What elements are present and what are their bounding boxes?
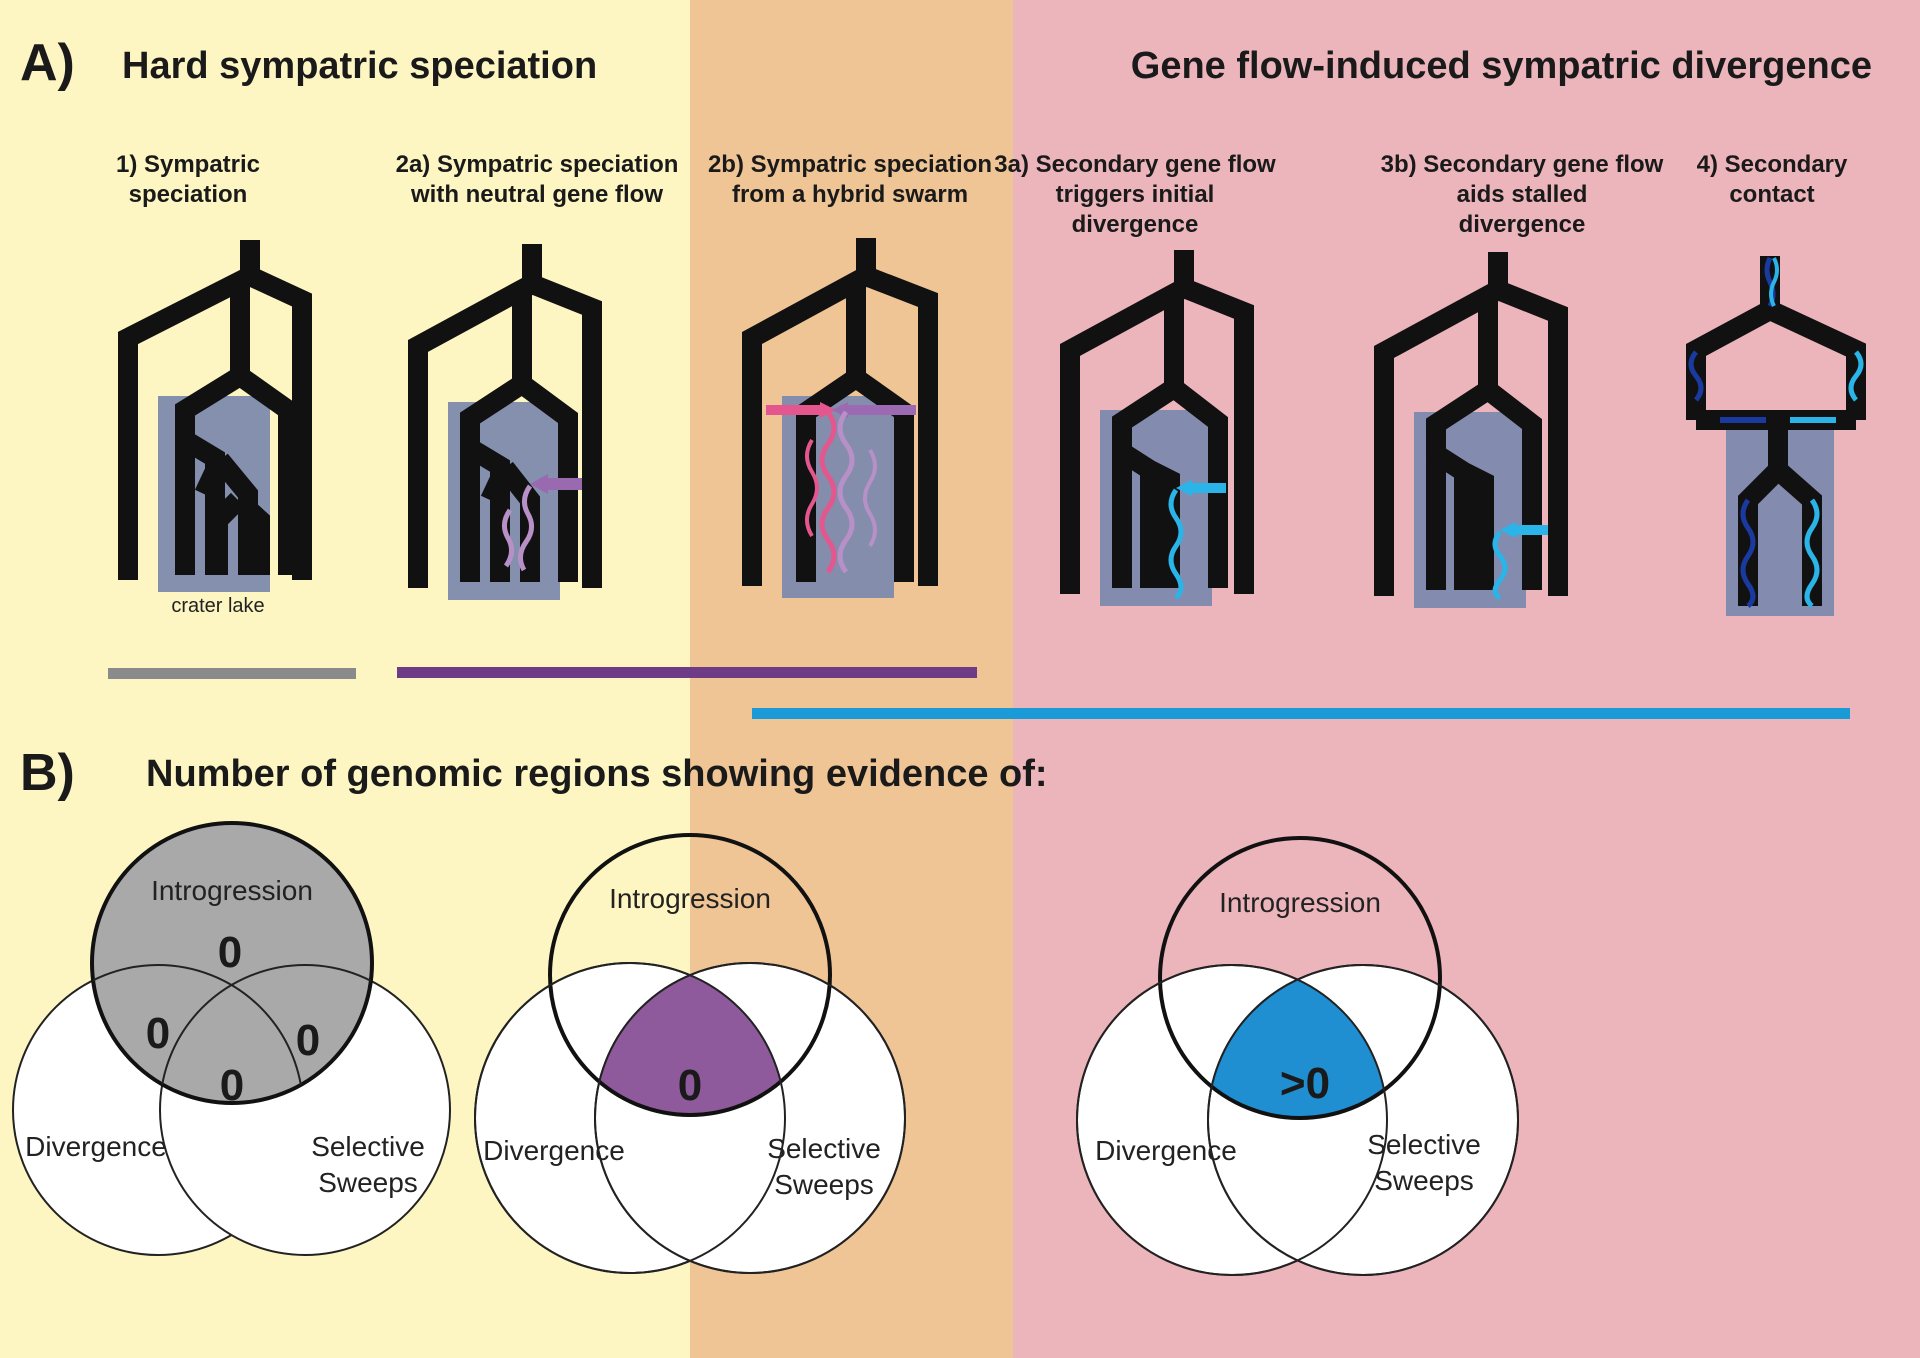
scenario-title-3b: 3b) Secondary gene flow aids stalled div… bbox=[1381, 151, 1664, 238]
secondary-contact-path-cyan bbox=[1804, 498, 1820, 608]
gene-flow-path-cyan bbox=[1492, 530, 1508, 601]
svg-text:Sweeps: Sweeps bbox=[318, 1167, 418, 1198]
tree-diagram-3b bbox=[1374, 252, 1568, 608]
venn-introgression-circle bbox=[548, 833, 832, 1117]
tree-diagram-4 bbox=[1686, 256, 1866, 616]
svg-text:1) Sympatric: 1) Sympatric bbox=[116, 151, 260, 178]
tree-diagram-2b bbox=[742, 238, 938, 598]
bar-purple bbox=[397, 667, 977, 678]
svg-text:triggers initial: triggers initial bbox=[1056, 181, 1215, 208]
scenario-title-3a: 3a) Secondary gene flow triggers initial… bbox=[994, 151, 1276, 238]
venn-diagram-1: Introgression 0 0 0 0 Divergence Selecti… bbox=[12, 821, 451, 1256]
tree-diagram-3a bbox=[1060, 250, 1254, 606]
svg-text:divergence: divergence bbox=[1459, 211, 1586, 238]
scenario-title-2a: 2a) Sympatric speciation with neutral ge… bbox=[396, 151, 679, 208]
tree-diagram-2a bbox=[408, 244, 602, 600]
svg-text:Selective: Selective bbox=[1367, 1129, 1481, 1160]
svg-text:aids stalled: aids stalled bbox=[1457, 181, 1588, 208]
crater-lake-label: crater lake bbox=[171, 595, 264, 617]
panel-b-letter: B) bbox=[20, 744, 75, 802]
hybrid-swarm-path bbox=[819, 410, 837, 574]
svg-text:Selective: Selective bbox=[767, 1133, 881, 1164]
svg-text:0: 0 bbox=[218, 928, 242, 977]
venn-introgression-circle bbox=[1158, 836, 1442, 1120]
svg-text:Sweeps: Sweeps bbox=[774, 1169, 874, 1200]
svg-text:Selective: Selective bbox=[311, 1131, 425, 1162]
scenario-title-4: 4) Secondary contact bbox=[1697, 151, 1848, 208]
svg-text:contact: contact bbox=[1729, 181, 1814, 208]
bar-gray bbox=[108, 668, 356, 679]
svg-text:Introgression: Introgression bbox=[1219, 887, 1381, 918]
svg-text:Divergence: Divergence bbox=[25, 1131, 167, 1162]
venn-diagram-3: Introgression >0 Divergence Selective Sw… bbox=[1076, 836, 1519, 1276]
svg-text:divergence: divergence bbox=[1072, 211, 1199, 238]
bar-blue bbox=[752, 708, 1850, 719]
svg-text:4) Secondary: 4) Secondary bbox=[1697, 151, 1848, 178]
tree-diagram-1: crater lake bbox=[118, 240, 312, 617]
gene-flow-path-cyan bbox=[1168, 488, 1184, 600]
scenario-title-2b: 2b) Sympatric speciation from a hybrid s… bbox=[708, 151, 992, 208]
svg-text:2a) Sympatric speciation: 2a) Sympatric speciation bbox=[396, 151, 679, 178]
scenario-title-1: 1) Sympatric speciation bbox=[116, 151, 260, 208]
svg-text:Sweeps: Sweeps bbox=[1374, 1165, 1474, 1196]
secondary-contact-path-navy bbox=[1740, 498, 1756, 608]
svg-text:from a hybrid swarm: from a hybrid swarm bbox=[732, 181, 968, 208]
svg-text:with neutral gene flow: with neutral gene flow bbox=[410, 181, 663, 208]
svg-text:2b) Sympatric speciation: 2b) Sympatric speciation bbox=[708, 151, 992, 178]
svg-text:speciation: speciation bbox=[129, 181, 248, 208]
svg-text:Divergence: Divergence bbox=[483, 1135, 625, 1166]
hard-sympatric-heading: Hard sympatric speciation bbox=[122, 45, 597, 87]
svg-text:Divergence: Divergence bbox=[1095, 1135, 1237, 1166]
svg-text:3a) Secondary gene flow: 3a) Secondary gene flow bbox=[994, 151, 1276, 178]
venn-diagram-2: Introgression 0 Divergence Selective Swe… bbox=[474, 833, 906, 1274]
svg-text:0: 0 bbox=[678, 1061, 702, 1110]
svg-text:3b) Secondary gene flow: 3b) Secondary gene flow bbox=[1381, 151, 1664, 178]
panel-b-heading: Number of genomic regions showing eviden… bbox=[146, 753, 1048, 795]
svg-text:Introgression: Introgression bbox=[151, 875, 313, 906]
gene-flow-heading: Gene flow-induced sympatric divergence bbox=[1131, 45, 1872, 87]
panel-a-letter: A) bbox=[20, 34, 75, 92]
neutral-gene-flow-path bbox=[518, 484, 534, 572]
svg-text:0: 0 bbox=[296, 1016, 320, 1065]
svg-text:Introgression: Introgression bbox=[609, 883, 771, 914]
svg-text:0: 0 bbox=[220, 1061, 244, 1110]
venn-introgression-circle bbox=[90, 821, 374, 1105]
svg-text:>0: >0 bbox=[1280, 1059, 1330, 1108]
svg-text:0: 0 bbox=[146, 1009, 170, 1058]
